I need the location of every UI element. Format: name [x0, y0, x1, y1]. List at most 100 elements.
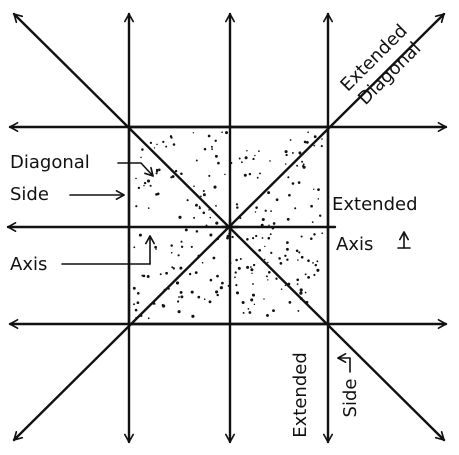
- stipple-dot: [297, 181, 301, 184]
- stipple-dot: [312, 188, 315, 191]
- stipple-dot: [307, 276, 310, 279]
- stipple-dot: [234, 271, 237, 274]
- extended-side-text-1: Extended: [290, 352, 311, 438]
- stipple-dot: [179, 290, 183, 294]
- stipple-dot: [162, 304, 166, 308]
- stipple-dot: [313, 233, 316, 236]
- stipple-dot: [135, 205, 138, 208]
- stipple-dot: [134, 308, 138, 312]
- stipple-dot: [155, 172, 158, 175]
- stipple-dot: [285, 247, 289, 251]
- stipple-dot: [159, 273, 162, 276]
- stipple-dot: [314, 263, 318, 267]
- stipple-dot: [291, 151, 294, 154]
- stipple-dot: [221, 281, 224, 285]
- stipple-dot: [247, 308, 250, 310]
- stipple-dot: [184, 228, 188, 232]
- stipple-dot: [307, 131, 309, 134]
- stipple-dot: [272, 309, 275, 313]
- stipple-dot: [209, 233, 213, 237]
- stipple-dot: [321, 232, 324, 235]
- stipple-dot: [296, 283, 299, 285]
- stipple-dot: [264, 209, 267, 212]
- stipple-dot: [244, 156, 248, 160]
- stipple-dot: [234, 276, 236, 279]
- stipple-dot: [195, 159, 198, 162]
- stipple-dot: [188, 272, 192, 276]
- stipple-dot: [278, 257, 281, 260]
- stipple-dot: [300, 235, 303, 238]
- stipple-dot: [133, 303, 135, 306]
- stipple-dot: [248, 311, 252, 314]
- stipple-dot: [180, 172, 183, 175]
- stipple-dot: [176, 300, 180, 303]
- stipple-dot: [180, 240, 183, 243]
- stipple-dot: [284, 163, 287, 165]
- extended-diagonal-label: Extended Diagonal: [336, 20, 425, 109]
- stipple-dot: [275, 277, 278, 280]
- stipple-dot: [217, 161, 220, 165]
- stipple-dot: [313, 144, 316, 147]
- stipple-dot: [177, 254, 180, 257]
- stipple-dot: [202, 193, 206, 197]
- stipple-dot: [219, 286, 223, 290]
- stipple-dot: [143, 184, 145, 187]
- stipple-dot: [156, 143, 158, 146]
- stipple-dot: [280, 288, 283, 290]
- stipple-dot: [256, 176, 259, 179]
- stipple-dot: [209, 216, 212, 219]
- stipple-dot: [253, 303, 256, 306]
- stipple-dot: [135, 177, 137, 180]
- stipple-dot: [313, 135, 317, 139]
- axis-label-left: Axis: [10, 254, 47, 275]
- stipple-dot: [157, 168, 161, 172]
- stipple-dot: [226, 236, 229, 240]
- stipple-dot: [190, 290, 194, 294]
- stipple-dot: [286, 217, 290, 221]
- stipple-dot: [297, 259, 299, 261]
- stipple-dot: [267, 261, 269, 264]
- stipple-dot: [252, 237, 255, 240]
- stipple-dot: [252, 263, 256, 267]
- stipple-dot: [254, 154, 256, 157]
- diagonal-pointer-arrow: [117, 162, 154, 177]
- stipple-dot: [190, 245, 193, 248]
- stipple-dot: [235, 258, 238, 262]
- stipple-dot: [317, 198, 320, 200]
- stipple-dot: [180, 245, 184, 248]
- stipple-dot: [203, 147, 207, 151]
- diagonal-label: Diagonal: [10, 152, 90, 173]
- stipple-dot: [312, 262, 314, 264]
- stipple-dot: [213, 185, 217, 189]
- stipple-dot: [259, 172, 261, 175]
- stipple-dot: [269, 233, 272, 236]
- stipple-dot: [202, 189, 205, 193]
- stipple-dot: [165, 145, 168, 148]
- stipple-dot: [319, 214, 322, 217]
- stipple-dot: [132, 286, 136, 290]
- stipple-dot: [252, 157, 255, 161]
- stipple-dot: [171, 266, 174, 269]
- stipple-dot: [321, 138, 323, 140]
- stipple-dot: [195, 230, 199, 233]
- stipple-dot: [201, 261, 204, 264]
- extended-side-label: Extended: [290, 352, 311, 438]
- stipple-dot: [266, 313, 269, 317]
- stipple-dot: [300, 255, 304, 259]
- stipple-dot: [149, 184, 152, 187]
- stipple-dot: [317, 188, 320, 191]
- stipple-dot: [297, 309, 300, 312]
- stipple-dot: [250, 266, 252, 268]
- stipple-dot: [299, 288, 303, 292]
- stipple-dot: [193, 216, 196, 219]
- stipple-dot: [303, 140, 307, 144]
- stipple-dot: [246, 238, 249, 241]
- stipple-dot: [310, 204, 313, 208]
- stipple-dot: [215, 205, 217, 207]
- stipple-dot: [195, 203, 198, 207]
- stipple-dot: [286, 258, 289, 261]
- stipple-dot: [192, 132, 195, 134]
- stipple-dot: [302, 163, 305, 166]
- stipple-dot: [197, 295, 201, 299]
- stipple-dot: [202, 211, 206, 215]
